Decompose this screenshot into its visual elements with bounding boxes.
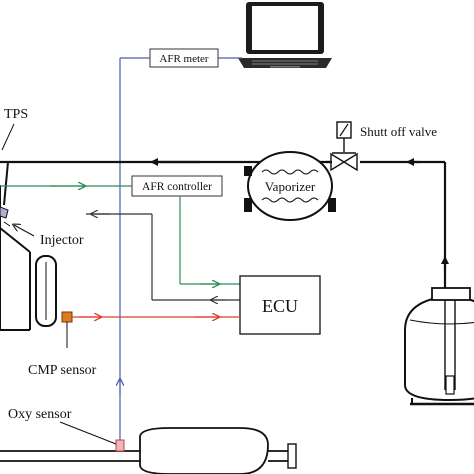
ecu-injector-line (86, 214, 240, 300)
injector: Injector (0, 206, 84, 248)
throttle-body: TPS (0, 107, 57, 331)
ecu: ECU (239, 275, 321, 335)
ecu-label: ECU (262, 296, 298, 316)
vaporizer-label: Vaporizer (265, 179, 316, 194)
cmp-sensor-label: CMP sensor (28, 363, 97, 378)
fuel-line (0, 158, 449, 290)
afr-controller-label: AFR controller (142, 181, 212, 193)
shutoff-valve-label: Shutt off valve (360, 124, 437, 139)
exhaust-pipe (0, 427, 297, 474)
laptop-icon (238, 2, 332, 68)
tps-label: TPS (4, 107, 28, 122)
solenoid-valve-icon (330, 121, 358, 172)
vaporizer: Vaporizer (244, 151, 336, 221)
afr-signal-lines (0, 186, 240, 284)
cmp-sensor: CMP sensor (28, 311, 97, 378)
oxy-sensor-label: Oxy sensor (8, 407, 72, 422)
oxy-signal-line (120, 57, 150, 440)
gas-tank-icon (404, 287, 474, 406)
oxy-sensor: Oxy sensor (8, 407, 125, 452)
afr-controller: AFR controller (131, 175, 223, 197)
afr-meter-label: AFR meter (159, 53, 209, 65)
afr-meter: AFR meter (149, 48, 219, 68)
injector-label: Injector (40, 233, 84, 248)
